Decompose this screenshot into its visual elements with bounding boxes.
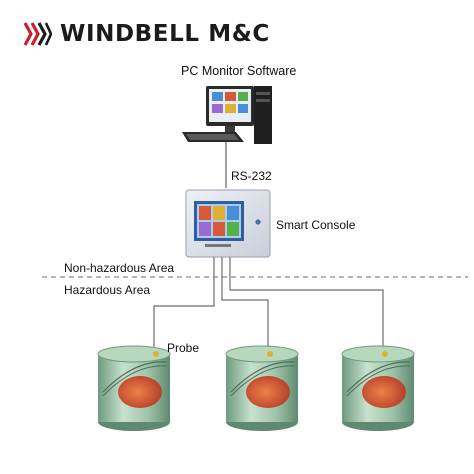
- brand-name: WINDBELL M&C: [60, 21, 270, 47]
- smart-console-label: Smart Console: [276, 218, 356, 232]
- non-hazardous-area-label: Non-hazardous Area: [64, 261, 175, 275]
- smart-console-device: [185, 189, 271, 258]
- probe-cables: [153, 257, 384, 356]
- pc-computer-icon: [182, 86, 272, 144]
- probe-sensor-icon: [382, 351, 388, 357]
- storage-tank: [225, 345, 299, 431]
- storage-tank: [97, 345, 171, 431]
- brand-header: WINDBELL M&C: [22, 17, 270, 51]
- pc-monitor-software-label: PC Monitor Software: [181, 64, 297, 78]
- hazardous-area-label: Hazardous Area: [64, 283, 151, 297]
- probe-sensor-icon: [153, 351, 159, 357]
- windbell-logo-icon: [23, 22, 52, 46]
- probe-label: Probe: [167, 341, 200, 355]
- probe-sensor-icon: [267, 351, 273, 357]
- rs232-label: RS-232: [231, 169, 272, 183]
- storage-tank: [341, 345, 415, 431]
